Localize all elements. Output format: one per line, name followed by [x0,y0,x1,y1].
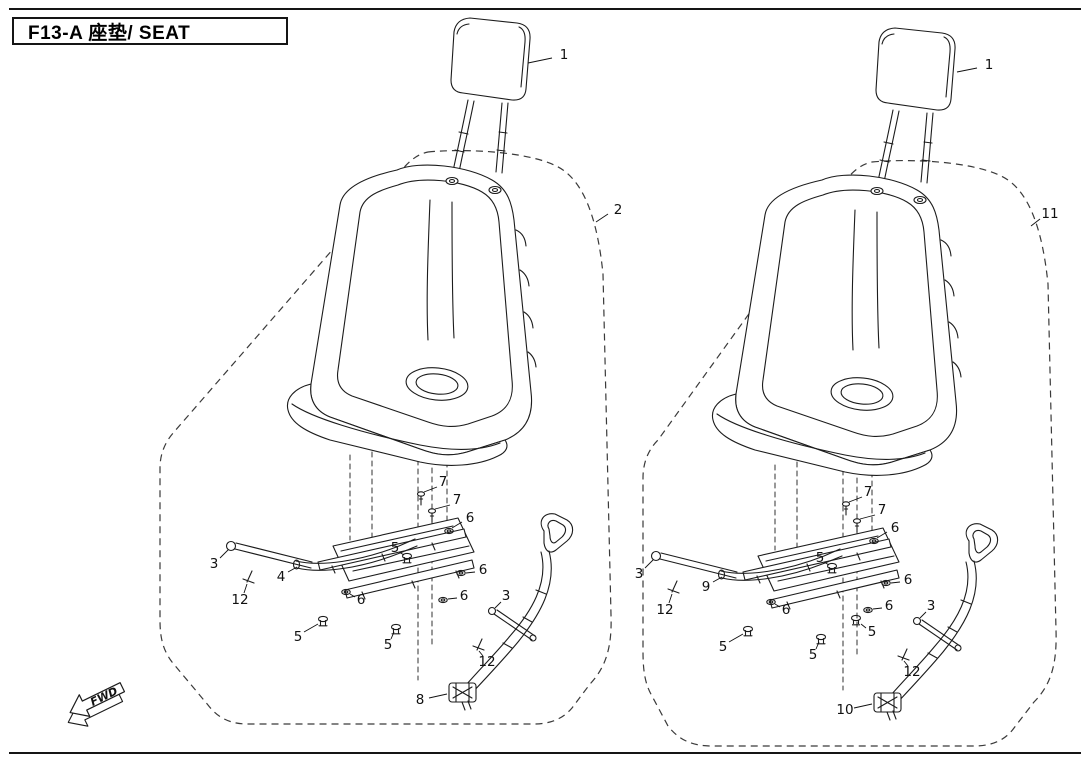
callout-label-2: 2 [614,202,623,218]
leader-line [919,611,927,619]
callout-label-3: 3 [210,556,219,572]
leader-line [595,213,609,223]
leader-line [903,660,909,667]
callout-label-4: 4 [277,569,286,585]
leader-line [465,571,476,574]
leader-line [428,693,448,699]
callout-label-5: 5 [391,540,400,556]
seat-illustration-right [652,28,998,720]
bottom-rule [9,752,1081,754]
callout-label-1: 1 [560,47,569,63]
callout-label-6: 6 [479,562,488,578]
callout-label-6: 6 [782,602,791,618]
callout-label-6: 6 [891,520,900,536]
title-box: F13-A 座垫/ SEAT [12,17,288,45]
callout-label-5: 5 [809,647,818,663]
leader-line [859,514,876,520]
leader-line [956,67,978,73]
leader-line [527,57,553,64]
fwd-arrow-icon [69,682,126,717]
leader-line [243,583,248,594]
callout-label-3: 3 [502,588,511,604]
leader-line [876,531,888,539]
seat-illustration-left [227,18,573,710]
callout-label-9: 9 [702,579,711,595]
page-title: F13-A 座垫/ SEAT [28,22,191,44]
top-rule [9,8,1081,10]
callout-label-1: 1 [985,57,994,73]
callout-label-7: 7 [439,474,448,490]
callout-label-6: 6 [460,588,469,604]
callout-label-6: 6 [357,592,366,608]
callout-label-6: 6 [466,510,475,526]
callout-label-8: 8 [416,692,425,708]
leader-line [398,551,405,556]
leader-line [219,549,229,559]
leader-line [349,593,356,598]
leader-line [712,576,723,583]
callout-label-12: 12 [656,602,673,618]
leader-line [853,703,873,709]
callout-label-12: 12 [231,592,248,608]
leader-line [1030,218,1041,227]
leader-line [434,504,451,510]
leader-line [728,633,744,643]
leader-line [815,641,820,650]
callout-label-10: 10 [836,702,853,718]
leader-line [823,561,830,566]
leader-line [303,623,319,633]
leader-line [644,559,654,569]
bumper [850,614,862,626]
callout-label-5: 5 [719,639,728,655]
callout-label-7: 7 [453,492,462,508]
leader-line [478,650,484,657]
leader-line [668,593,673,604]
callout-label-7: 7 [864,484,873,500]
leader-line [774,603,781,608]
leader-line [390,631,395,640]
callout-label-6: 6 [885,598,894,614]
callout-label-3: 3 [927,598,936,614]
leader-line [494,601,502,609]
callout-label-6: 6 [904,572,913,588]
callout-label-5: 5 [868,624,877,640]
fwd-indicator: FWD [67,682,126,727]
assembly-boundary-right [642,159,1057,747]
leader-line [860,623,867,629]
callout-label-5: 5 [384,637,393,653]
callout-label-5: 5 [816,550,825,566]
leader-line [872,607,883,610]
leader-line [890,581,901,584]
leader-line [287,566,298,573]
seat-right-extra-hardware [850,614,862,626]
callout-label-11: 11 [1041,206,1058,222]
callout-label-3: 3 [635,566,644,582]
callout-label-12: 12 [903,664,920,680]
leader-line [423,486,438,493]
callout-label-5: 5 [294,629,303,645]
assembly-boundary-left [159,149,612,725]
leader-line [848,496,863,503]
leader-line [447,597,458,600]
callout-label-12: 12 [478,654,495,670]
callout-label-7: 7 [878,502,887,518]
leader-line [451,521,463,529]
